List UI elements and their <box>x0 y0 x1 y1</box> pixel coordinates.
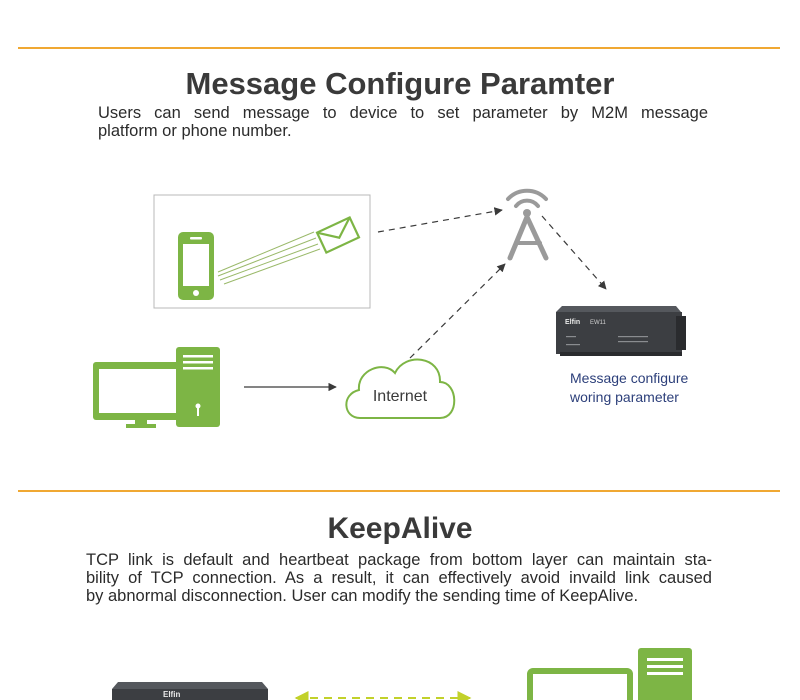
device-caption-line: Message configure <box>570 370 689 386</box>
cloud-icon <box>345 358 456 419</box>
section-description-message-configure: Users can send message to device to set … <box>98 104 708 140</box>
arrow-cloud-to-tower <box>409 263 506 359</box>
description-line: platform or phone number. <box>98 122 292 140</box>
computer-icon <box>93 347 220 428</box>
arrow-phone-to-tower <box>377 207 503 233</box>
section-title-keepalive: KeepAlive <box>327 512 473 545</box>
section-divider-middle <box>18 490 780 492</box>
computer-icon-keepalive <box>527 648 692 700</box>
tower-icon <box>506 188 549 261</box>
section-divider-top <box>18 47 780 49</box>
device-caption-line: woring parameter <box>569 389 679 405</box>
message-speed-lines <box>217 231 321 285</box>
section-description-keepalive: TCP link is default and heartbeat packag… <box>86 551 712 605</box>
device-brand-label: Elfin <box>565 319 580 326</box>
device-icon-keepalive <box>112 682 268 700</box>
section-title-message-configure: Message Configure Paramter <box>185 66 615 101</box>
phone-icon <box>178 232 214 300</box>
device-icon <box>556 306 686 356</box>
device-brand-label-keepalive: Elfin <box>163 690 180 699</box>
envelope-icon <box>315 215 361 255</box>
description-line: TCP link is default and heartbeat packag… <box>86 551 712 569</box>
arrow-tower-to-device <box>541 215 607 290</box>
device-model-label: EW11 <box>590 320 607 326</box>
internet-label: Internet <box>373 388 428 405</box>
description-line: bility of TCP connection. As a result, i… <box>86 569 712 587</box>
description-line: by abnormal disconnection. User can modi… <box>86 587 639 605</box>
description-line: Users can send message to device to set … <box>98 104 708 122</box>
phone-message-box <box>153 194 371 309</box>
